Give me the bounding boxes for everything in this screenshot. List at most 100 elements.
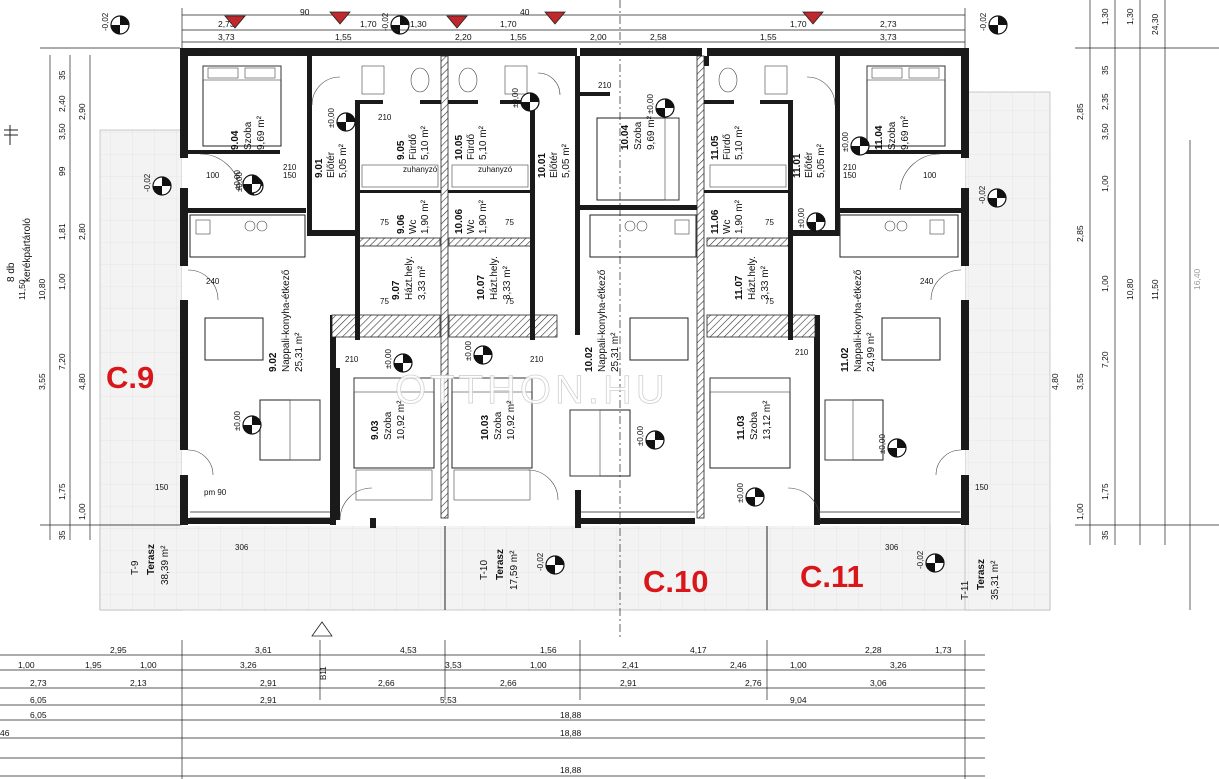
- door-swings: [187, 72, 962, 521]
- opening-label: 306: [885, 543, 899, 552]
- room-10-07-name: Házt.hely.: [489, 256, 500, 300]
- dim-top-d: 1,70: [360, 19, 377, 29]
- level-value: ±0,00: [878, 433, 887, 454]
- room-11-07-area: 3,33 m²: [760, 265, 771, 300]
- left-dimension-lines: 35 2,40 2,90 3,50 99 1,81 2,80 11,50 10,…: [4, 47, 180, 540]
- room-11-07-num: 11.07: [734, 275, 745, 300]
- dim-left-4: 3,50: [57, 123, 67, 140]
- level-value: ±0,00: [327, 107, 336, 128]
- level-marker-quadrant: [400, 16, 409, 25]
- room-11-05-area: 5,10 m²: [734, 125, 745, 160]
- room-11-04-name: Szoba: [887, 121, 898, 150]
- room-10-05-area: 5,10 m²: [478, 125, 489, 160]
- level-marker-quadrant: [483, 346, 492, 355]
- dim-bot-30: 6,05: [30, 710, 47, 720]
- room-9-07-name: Házt.hely.: [404, 256, 415, 300]
- opening-label: 210: [795, 348, 809, 357]
- level-marker-quadrant: [337, 122, 346, 131]
- dim-right-top-2: 1,30: [1125, 8, 1135, 25]
- dim-left-1: 35: [57, 70, 67, 80]
- opening-label: 210: [530, 355, 544, 364]
- room-11-06-area: 1,90 m²: [734, 199, 745, 234]
- level-marker-quadrant: [665, 99, 674, 108]
- opening-label: 210: [843, 163, 857, 172]
- dim-bot-3: 4,53: [400, 645, 417, 655]
- room-11-02-name: Nappali-konyha-étkező: [853, 269, 864, 372]
- dim-bot-29: 9,04: [790, 695, 807, 705]
- level-marker-quadrant: [888, 448, 897, 457]
- level-marker-quadrant: [988, 198, 997, 207]
- opening-label: 100: [923, 171, 937, 180]
- dim-bot-19: 2,13: [130, 678, 147, 688]
- opening-label: 210: [345, 355, 359, 364]
- dim-bot-13: 1,00: [530, 660, 547, 670]
- dim-bot-8: 1,00: [18, 660, 35, 670]
- dim-top-a: 2,73: [218, 19, 235, 29]
- opening-label: 150: [283, 171, 297, 180]
- dim-bot-34: 18,88: [560, 765, 582, 775]
- room-11-06-name: Wc: [722, 220, 733, 234]
- section-marker-bottom: B11: [319, 666, 328, 680]
- dim-bot-5: 4,17: [690, 645, 707, 655]
- dim-top-k: 1,55: [760, 32, 777, 42]
- opening-label: zuhanyzó: [478, 165, 513, 174]
- level-marker-quadrant: [755, 488, 764, 497]
- level-marker-quadrant: [997, 189, 1006, 198]
- level-marker-quadrant: [111, 25, 120, 34]
- dim-right-top-3: 24,30: [1150, 13, 1160, 35]
- dim-top-c: 1,55: [335, 32, 352, 42]
- level-value: -0,02: [979, 12, 988, 31]
- dim-bot-22: 2,66: [500, 678, 517, 688]
- building-floor: [182, 52, 965, 526]
- dim-bot-12: 3,53: [445, 660, 462, 670]
- dim-left-2: 2,40: [57, 95, 67, 112]
- room-11-04-area: 9,69 m²: [900, 115, 911, 150]
- dim-left-14: 4,80: [77, 373, 87, 390]
- dim-bot-32: 18,88: [560, 728, 582, 738]
- dim-bot-14: 2,41: [622, 660, 639, 670]
- dim-left-11: 7,20: [57, 353, 67, 370]
- dim-top-n: 2,73: [880, 19, 897, 29]
- dim-top-h: 1,55: [510, 32, 527, 42]
- level-marker-quadrant: [243, 184, 252, 193]
- opening-label: 75: [380, 297, 389, 306]
- level-marker-quadrant: [252, 175, 261, 184]
- room-11-06-num: 11.06: [710, 209, 721, 234]
- opening-label: 306: [235, 543, 249, 552]
- level-marker-quadrant: [646, 440, 655, 449]
- dim-top-m: 3,73: [880, 32, 897, 42]
- opening-label: 150: [155, 483, 169, 492]
- level-marker-quadrant: [153, 186, 162, 195]
- dim-bot-26: 6,05: [30, 695, 47, 705]
- level-value: ±0,00: [384, 348, 393, 369]
- opening-label: zuhanyzó: [403, 165, 438, 174]
- opening-label: 75: [765, 297, 774, 306]
- dim-left-17: 35: [57, 530, 67, 540]
- dim-bot-17: 3,26: [890, 660, 907, 670]
- room-10-03-area: 10,92 m²: [506, 400, 517, 440]
- terrace-11-area: 35,31 m²: [990, 560, 1001, 600]
- dim-left-9: 10,80: [37, 278, 47, 300]
- dim-bot-16: 1,00: [790, 660, 807, 670]
- opening-label: 210: [598, 81, 612, 90]
- room-11-01-area: 5,05 m²: [816, 143, 827, 178]
- room-10-01-name: Előtér: [549, 151, 560, 178]
- room-9-05-name: Fürdő: [408, 133, 419, 160]
- dim-right-2: 2,35: [1100, 93, 1110, 110]
- level-marker-quadrant: [926, 563, 935, 572]
- dim-right-14: 1,00: [1075, 503, 1085, 520]
- interior-walls: [188, 56, 961, 520]
- party-wall-left: [440, 55, 449, 519]
- dim-right-6: 2,85: [1075, 225, 1085, 242]
- facade-windows: [190, 51, 960, 519]
- dim-right-4: 3,50: [1100, 123, 1110, 140]
- dim-left-10: 1,00: [57, 273, 67, 290]
- room-9-06-name: Wc: [408, 220, 419, 234]
- level-marker-quadrant: [998, 16, 1007, 25]
- level-value: -0,02: [381, 12, 390, 31]
- level-marker-quadrant: [807, 222, 816, 231]
- dim-top-j: 2,58: [650, 32, 667, 42]
- opening-label: 75: [380, 218, 389, 227]
- level-marker-quadrant: [656, 108, 665, 117]
